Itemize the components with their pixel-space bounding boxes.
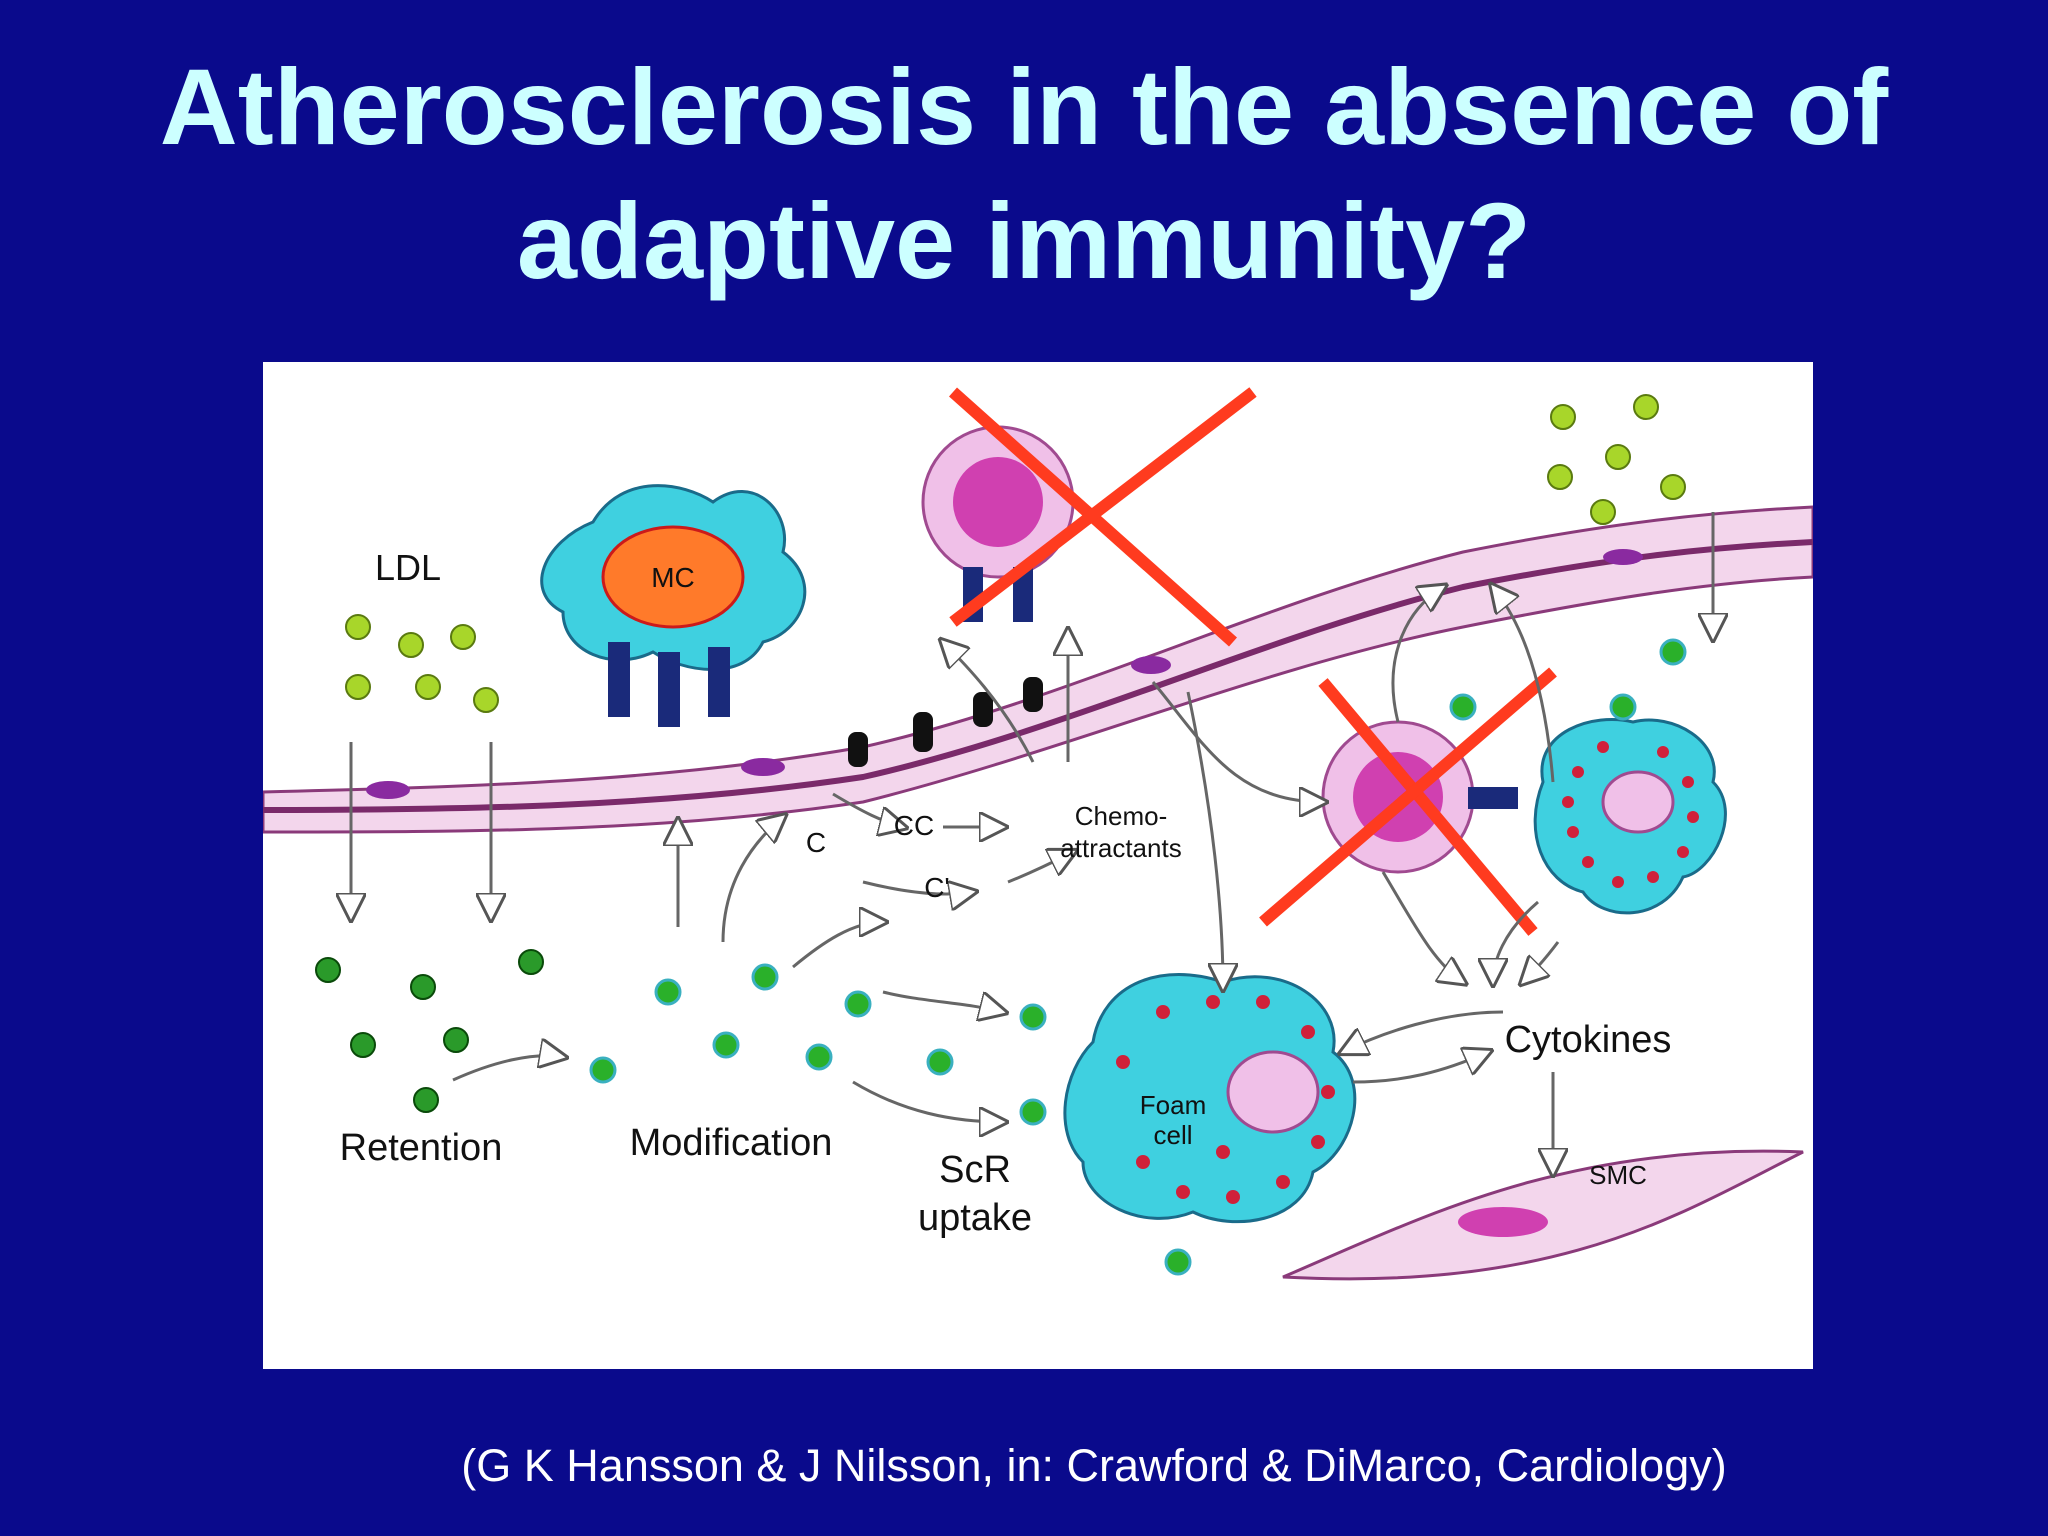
label-cytokines: Cytokines xyxy=(1505,1019,1672,1061)
endothelial-nucleus xyxy=(1603,549,1643,565)
label-foam-2: cell xyxy=(1153,1120,1192,1150)
title-line-2: adaptive immunity? xyxy=(516,180,1532,301)
endothelial-nucleus xyxy=(741,758,785,776)
diagram-svg: MC xyxy=(263,387,1813,1281)
modified-ldl xyxy=(589,638,1687,1276)
label-c: C xyxy=(806,827,826,858)
mast-cell: MC xyxy=(540,484,807,727)
label-modification: Modification xyxy=(630,1122,833,1164)
cross-mark xyxy=(1318,678,1538,936)
foam-cell: Foam cell xyxy=(1063,973,1357,1224)
label-chemo: Chemo- xyxy=(1075,801,1167,831)
slide-title: Atherosclerosis in the absence of adapti… xyxy=(0,40,2048,308)
t-cell-right xyxy=(1259,667,1557,936)
endothelial-nucleus xyxy=(366,781,410,799)
retained-ldl xyxy=(315,949,544,1113)
label-retention: Retention xyxy=(340,1127,503,1169)
adhesion-molecules xyxy=(848,677,1043,767)
label-uptake: uptake xyxy=(918,1197,1032,1239)
cross-mark xyxy=(1259,667,1557,927)
cross-mark xyxy=(949,387,1257,627)
mc-nucleus xyxy=(601,525,745,629)
label-smc: SMC xyxy=(1589,1160,1647,1190)
label-c-prime: C' xyxy=(924,872,950,903)
label-attractants: attractants xyxy=(1060,833,1181,863)
process-arrows xyxy=(351,512,1713,1172)
label-scr: ScR xyxy=(939,1149,1011,1191)
label-cc: CC xyxy=(894,810,934,841)
citation: (G K Hansson & J Nilsson, in: Crawford &… xyxy=(461,1440,1727,1491)
t-cell-top xyxy=(921,387,1257,647)
label-foam-1: Foam xyxy=(1140,1090,1206,1120)
ldl-particles xyxy=(345,394,1686,713)
endothelial-nucleus xyxy=(1131,656,1171,674)
smooth-muscle-cell: SMC xyxy=(1282,1149,1804,1281)
atherosclerosis-diagram: MC xyxy=(263,362,1813,1369)
label-ldl: LDL xyxy=(375,547,441,588)
label-mc: MC xyxy=(651,562,695,593)
activated-macrophage xyxy=(1533,718,1727,915)
title-line-1: Atherosclerosis in the absence of xyxy=(159,46,1889,167)
